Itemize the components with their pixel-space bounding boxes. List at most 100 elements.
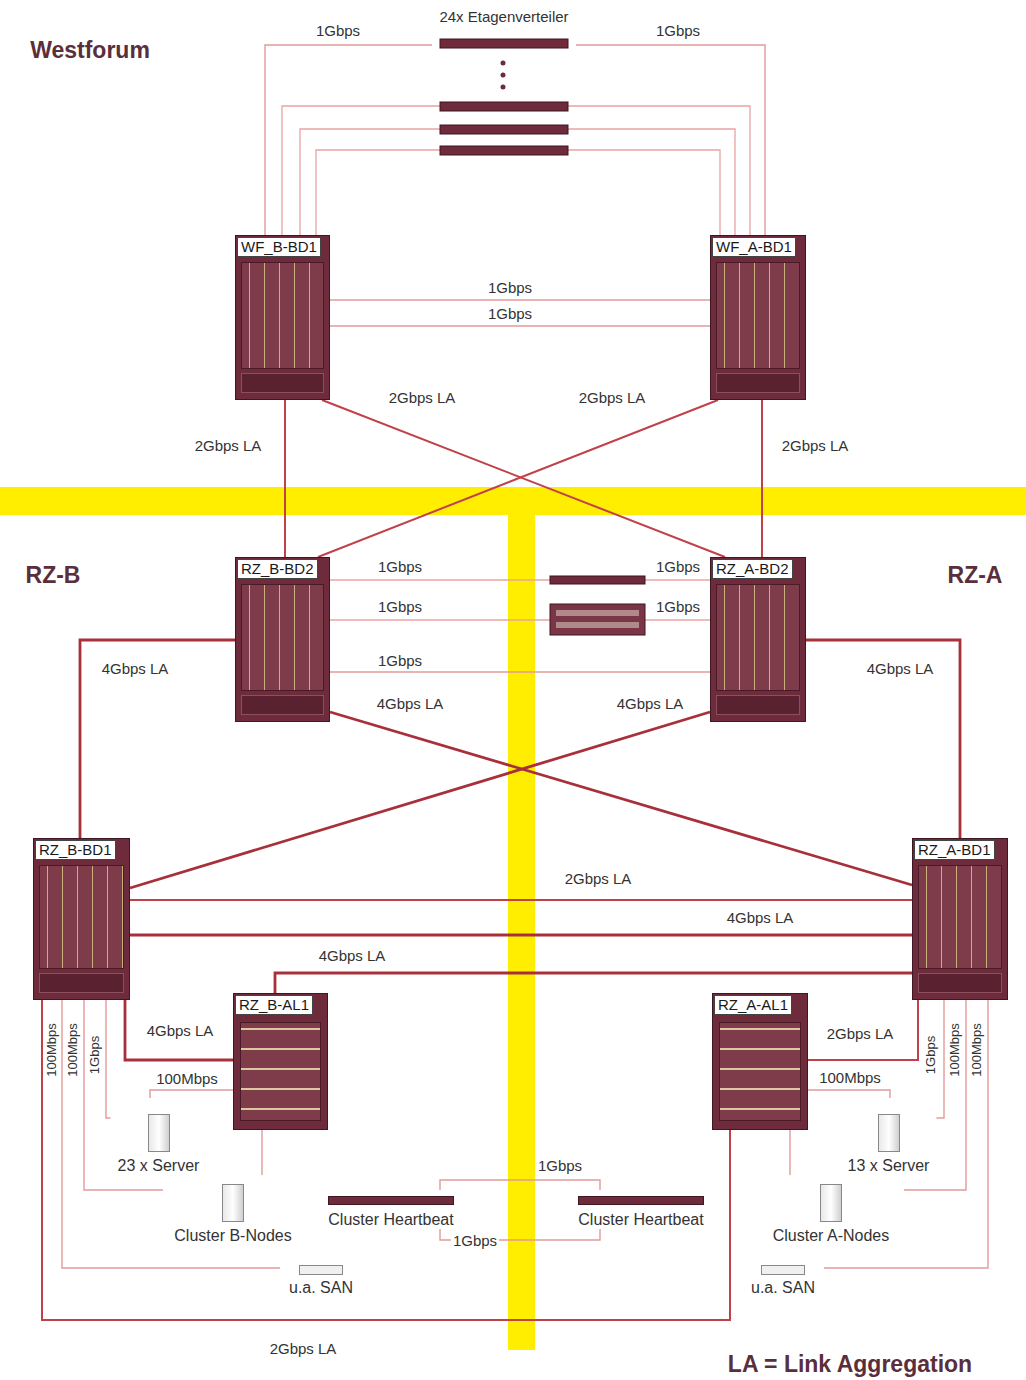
network-link [761,400,763,557]
network-link [284,400,286,557]
link-speed: 4Gbps LA [100,660,171,677]
network-link [330,299,710,300]
link-speed: 1Gbps [486,279,534,296]
network-link [125,1000,233,1060]
network-link [789,1130,790,1175]
module-slots [918,865,1002,969]
power-unit [716,695,800,715]
network-link [130,934,912,937]
node-label: WF_A-BD1 [712,237,796,257]
module-slots [39,865,124,969]
access-switch: RZ_A-AL1 [712,993,808,1130]
network-link [576,45,765,235]
server-group: 23 x Server [111,1098,207,1175]
link-speed: 2Gbps LA [387,389,458,406]
network-link [106,1000,111,1118]
area-title: RZ-B [26,562,81,589]
area-title: Westforum [30,37,150,64]
link-speed: 1Gbps [451,1232,499,1249]
switch-stack: 24x Etagenverteiler [432,8,576,160]
link-speed: 2Gbps LA [268,1340,339,1357]
network-link [440,1229,600,1240]
core-switch: RZ_B-BD2 [235,557,330,722]
network-link [440,1180,600,1190]
module-slots [241,262,324,369]
link-speed: 1Gbps [376,598,424,615]
link-speed: 1Gbps [654,558,702,575]
middle-devices [550,576,645,635]
server-icon [148,1114,170,1152]
network-link [150,1090,233,1098]
server-icon [820,1184,842,1222]
module-slots [719,1022,801,1121]
server-group: 13 x Server [841,1098,937,1175]
uplink-lines [282,106,750,620]
node-label: RZ_B-BD1 [35,840,116,860]
node-label: RZ_A-BD1 [914,840,995,860]
node-label: 13 x Server [846,1156,932,1175]
link-speed: 1Gbps [376,558,424,575]
module-slots [716,262,800,369]
module-slots [240,1022,321,1121]
module-slots [241,584,324,691]
network-link [937,1000,945,1118]
link-speed: 2Gbps LA [825,1025,896,1042]
link-speed: 1Gbps [924,1034,938,1076]
core-switch: RZ_A-BD1 [912,838,1008,1000]
core-switch: RZ_A-BD2 [710,557,806,722]
network-link [322,400,725,557]
power-unit [716,373,800,393]
link-speed: 1Gbps [88,1034,102,1076]
heartbeat-switch: Cluster Heartbeat [568,1190,714,1229]
area-title: RZ-A [948,562,1003,589]
heartbeat-switch: Cluster Heartbeat [320,1190,462,1229]
network-link [130,899,912,901]
server-group: Cluster A-Nodes [758,1175,904,1245]
node-label: Cluster Heartbeat [326,1210,455,1229]
link-speed: 4Gbps LA [865,660,936,677]
core-switch: RZ_B-BD1 [33,838,130,1000]
storage: u.a. SAN [280,1258,362,1297]
network-link [42,1000,730,1320]
zone-band [508,515,535,1350]
link-speed: 100Mbps [817,1069,883,1086]
link-speed: 1Gbps [376,652,424,669]
network-link [80,640,235,838]
link-speed: 100Mbps [154,1070,220,1087]
storage: u.a. SAN [742,1258,824,1297]
floor-switches [440,39,568,155]
network-link [275,973,912,993]
power-unit [918,973,1002,993]
node-label: u.a. SAN [287,1278,355,1297]
node-label: Cluster Heartbeat [576,1210,705,1229]
link-speed: 2Gbps LA [563,870,634,887]
server-group: Cluster B-Nodes [163,1175,303,1245]
link-speed: 1Gbps [654,598,702,615]
link-speed: 100Mbps [66,1021,80,1078]
power-unit [39,973,124,993]
link-speed: 2Gbps LA [577,389,648,406]
link-speed: 1Gbps [314,22,362,39]
node-label: RZ_B-BD2 [237,559,318,579]
network-link [330,325,710,326]
switch-icon [578,1196,704,1205]
node-label: 23 x Server [116,1156,202,1175]
link-speed: 1Gbps [486,305,534,322]
network-link [130,712,710,888]
node-label: RZ_A-BD2 [712,559,793,579]
power-unit [241,695,324,715]
link-speed: 1Gbps [536,1157,584,1174]
network-link [808,1000,918,1060]
link-speed: 1Gbps [654,22,702,39]
network-link [330,671,710,672]
link-speed: 100Mbps [45,1021,59,1078]
link-speed: 2Gbps LA [780,437,851,454]
network-link [318,400,718,557]
link-speed: 4Gbps LA [145,1022,216,1039]
core-switch: WF_B-BD1 [235,235,330,400]
access-switch: RZ_B-AL1 [233,993,328,1130]
power-unit [241,373,324,393]
network-link [808,1090,890,1098]
link-speed: 4Gbps LA [317,947,388,964]
link-speed: 100Mbps [970,1021,984,1078]
